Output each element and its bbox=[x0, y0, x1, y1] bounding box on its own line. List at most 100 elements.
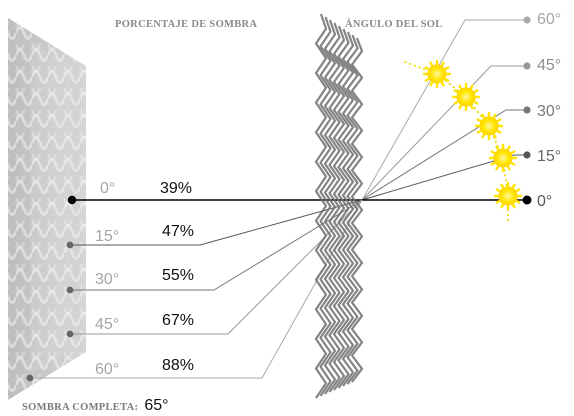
sun-ray-spike bbox=[453, 100, 460, 105]
sun-ray-spike bbox=[509, 150, 516, 155]
sun-icon-30 bbox=[474, 111, 504, 141]
full-shade-label: SOMBRA COMPLETA: bbox=[22, 402, 139, 413]
shade-lines bbox=[26, 195, 363, 382]
sun-angle-labels: 60° 45° 30° 15° 0° bbox=[537, 11, 561, 210]
sun-icon-15 bbox=[488, 143, 518, 173]
sun-ray-spike bbox=[495, 199, 502, 204]
sun-ray-marker-45 bbox=[523, 62, 531, 70]
sun-disc bbox=[456, 87, 476, 107]
sun-ray-60 bbox=[361, 19, 527, 201]
sun-ray-spike bbox=[511, 183, 516, 190]
sun-ray-spike bbox=[492, 113, 497, 120]
sun-rays bbox=[361, 16, 532, 205]
sun-ray-spike bbox=[481, 132, 486, 139]
sun-angle-label-15: 15° bbox=[537, 148, 561, 165]
shade-line-dot-45 bbox=[66, 330, 74, 338]
sun-ray-marker-60 bbox=[523, 16, 531, 24]
sun-ray-spike bbox=[506, 145, 511, 152]
sun-ray-45 bbox=[361, 65, 527, 201]
sun-angle-title: ÁNGULO DEL SOL bbox=[345, 18, 443, 30]
mesh-strand bbox=[346, 34, 359, 385]
sun-ray-spike bbox=[500, 202, 505, 209]
shade-angle-label-45: 45° bbox=[95, 316, 119, 333]
sun-icon-60 bbox=[422, 59, 452, 89]
sun-ray-spike bbox=[443, 66, 450, 71]
shade-angle-label-30: 30° bbox=[95, 271, 119, 288]
shade-line-15 bbox=[70, 199, 363, 246]
sun-ray-spike bbox=[492, 132, 497, 139]
sun-icons bbox=[404, 59, 523, 223]
sun-ray-spike bbox=[443, 77, 450, 82]
sun-ray-spike bbox=[453, 89, 460, 94]
sun-ray-spike bbox=[495, 129, 502, 134]
sun-path-dots bbox=[404, 61, 509, 223]
sun-ray-spike bbox=[511, 202, 516, 209]
shade-line-30 bbox=[70, 199, 363, 291]
sun-ray-spike bbox=[495, 188, 502, 193]
mesh-strand bbox=[337, 28, 350, 389]
sun-ray-spike bbox=[514, 188, 521, 193]
sun-ray-spike bbox=[476, 129, 483, 134]
sun-angle-label-45: 45° bbox=[537, 57, 561, 74]
mesh-strand bbox=[341, 31, 355, 387]
sun-ray-spike bbox=[424, 66, 431, 71]
sun-ray-spike bbox=[500, 183, 505, 190]
sun-disc bbox=[493, 148, 513, 168]
shade-line-dot-0 bbox=[67, 195, 77, 205]
sun-ray-spike bbox=[490, 150, 497, 155]
full-shade-value: 65° bbox=[144, 397, 169, 414]
sun-ray-spike bbox=[490, 161, 497, 166]
sun-ray-spike bbox=[495, 118, 502, 123]
sun-ray-marker-0 bbox=[522, 195, 532, 205]
sun-ray-spike bbox=[469, 103, 474, 110]
sun-ray-spike bbox=[469, 84, 474, 91]
mesh-strand bbox=[319, 16, 332, 397]
mesh-strand bbox=[350, 37, 364, 383]
sun-ray-spike bbox=[495, 145, 500, 152]
fabric-panel bbox=[8, 18, 86, 400]
sun-ray-spike bbox=[509, 161, 516, 166]
sun-ray-marker-15 bbox=[523, 151, 531, 159]
shade-angle-label-0: 0° bbox=[100, 180, 115, 197]
sun-disc bbox=[498, 186, 518, 206]
sun-ray-spike bbox=[495, 164, 500, 171]
mesh-strand bbox=[332, 25, 346, 391]
shade-percent-30: 55% bbox=[162, 267, 194, 284]
mesh-strand bbox=[328, 22, 341, 393]
mesh-wall bbox=[314, 13, 364, 399]
sun-ray-spike bbox=[424, 77, 431, 82]
shade-percentage-title: PORCENTAJE DE SOMBRA bbox=[115, 19, 257, 30]
sun-ray-15 bbox=[361, 154, 527, 201]
sun-ray-marker-30 bbox=[523, 106, 531, 114]
sun-ray-spike bbox=[440, 80, 445, 87]
mesh-strand bbox=[323, 19, 337, 395]
sun-ray-spike bbox=[506, 164, 511, 171]
shade-line-60 bbox=[30, 199, 363, 379]
sun-ray-spike bbox=[481, 113, 486, 120]
mesh-strand bbox=[314, 13, 328, 399]
sun-disc bbox=[427, 64, 447, 84]
shade-percent-60: 88% bbox=[162, 357, 194, 374]
sun-ray-spike bbox=[429, 80, 434, 87]
sun-icon-45 bbox=[451, 82, 481, 112]
shade-rows: 0° 39% 15° 47% 30° 55% 45° 67% 60° 88% bbox=[95, 180, 194, 378]
sun-angle-label-60: 60° bbox=[537, 11, 561, 28]
shade-line-45 bbox=[70, 199, 363, 335]
sun-angle-label-0: 0° bbox=[537, 193, 552, 210]
sun-ray-spike bbox=[476, 118, 483, 123]
sun-ray-spike bbox=[458, 103, 463, 110]
sun-angle-label-30: 30° bbox=[537, 103, 561, 120]
sun-ray-spike bbox=[440, 61, 445, 68]
shade-line-dot-60 bbox=[26, 374, 34, 382]
sun-ray-30 bbox=[361, 109, 527, 201]
sun-ray-spike bbox=[472, 89, 479, 94]
sun-ray-spike bbox=[429, 61, 434, 68]
shade-angle-label-60: 60° bbox=[95, 361, 119, 378]
shade-percent-45: 67% bbox=[162, 312, 194, 329]
sun-ray-spike bbox=[458, 84, 463, 91]
shade-angle-label-15: 15° bbox=[95, 228, 119, 245]
shade-line-dot-15 bbox=[66, 241, 74, 249]
sun-ray-spike bbox=[472, 100, 479, 105]
shade-percent-0: 39% bbox=[160, 180, 192, 197]
